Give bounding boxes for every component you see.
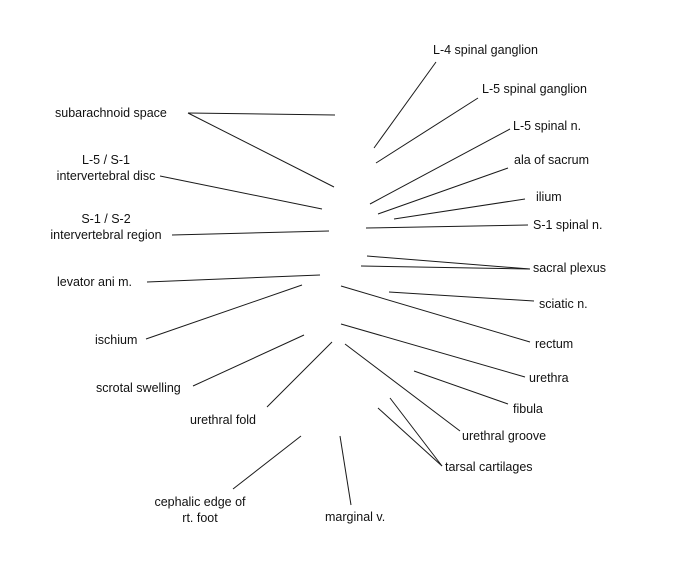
label-l5-s1-disc-line2: intervertebral disc (56, 169, 156, 183)
leader-s1-spinal-n (365, 224, 529, 229)
label-ischium: ischium (95, 333, 138, 347)
label-cephalic-edge-line2: rt. foot (182, 511, 218, 525)
leader-tarsal-cartilages-2 (377, 407, 443, 467)
leader-urethral-fold (266, 341, 333, 408)
leader-sciatic-n (388, 291, 535, 302)
label-s1-s2-region: S-1 / S-2 intervertebral region (38, 211, 174, 243)
label-cephalic-edge-line1: cephalic edge of (154, 495, 246, 509)
label-marginal-v: marginal v. (325, 510, 386, 524)
leader-subarachnoid-lower (187, 112, 335, 188)
label-scrotal-swelling: scrotal swelling (96, 381, 181, 395)
leader-sacral-plexus-lower (360, 265, 531, 270)
leader-ala-of-sacrum (377, 167, 509, 215)
label-fibula: fibula (513, 402, 543, 416)
label-s1-s2-region-line2: intervertebral region (50, 228, 162, 242)
leader-s1-s2-region (171, 230, 330, 236)
label-cephalic-edge: cephalic edge of rt. foot (137, 494, 263, 526)
label-l5-s1-disc-line1: L-5 / S-1 (82, 153, 130, 167)
leader-ischium (145, 284, 303, 340)
label-tarsal-cartilages: tarsal cartilages (445, 460, 533, 474)
label-l5-s1-disc: L-5 / S-1 intervertebral disc (40, 152, 172, 184)
label-urethral-groove: urethral groove (462, 429, 547, 443)
label-s1-spinal-n: S-1 spinal n. (533, 218, 603, 232)
label-urethral-fold: urethral fold (190, 413, 257, 427)
leader-fibula (413, 370, 509, 405)
label-ilium: ilium (536, 190, 562, 204)
label-ala-of-sacrum: ala of sacrum (514, 153, 590, 167)
label-levator-ani-m: levator ani m. (57, 275, 133, 289)
leader-scrotal-swelling (192, 334, 305, 387)
leader-urethral-groove (344, 343, 461, 432)
leader-sacral-plexus-upper (366, 255, 531, 270)
leader-l5-spinal-ganglion (375, 97, 479, 164)
leader-rectum (340, 285, 531, 343)
leader-l5-spinal-n (369, 128, 511, 205)
leader-marginal-v (339, 435, 352, 506)
leader-levator-ani (146, 274, 321, 283)
leader-subarachnoid-upper (187, 112, 336, 116)
label-rectum: rectum (535, 337, 574, 351)
label-subarachnoid-space: subarachnoid space (55, 106, 167, 120)
label-urethra: urethra (529, 371, 569, 385)
leader-l5-s1-disc (159, 175, 323, 210)
leader-urethra (340, 323, 526, 378)
label-sacral-plexus: sacral plexus (533, 261, 606, 275)
leader-ilium (393, 198, 526, 220)
leader-cephalic-edge (232, 435, 302, 490)
label-s1-s2-region-line1: S-1 / S-2 (81, 212, 131, 226)
label-l4-spinal-ganglion: L-4 spinal ganglion (433, 43, 538, 57)
label-l5-spinal-n: L-5 spinal n. (513, 119, 582, 133)
label-sciatic-n: sciatic n. (539, 297, 588, 311)
leader-l4-spinal-ganglion (373, 61, 437, 149)
leader-tarsal-cartilages-1 (389, 397, 443, 467)
label-l5-spinal-ganglion: L-5 spinal ganglion (482, 82, 587, 96)
